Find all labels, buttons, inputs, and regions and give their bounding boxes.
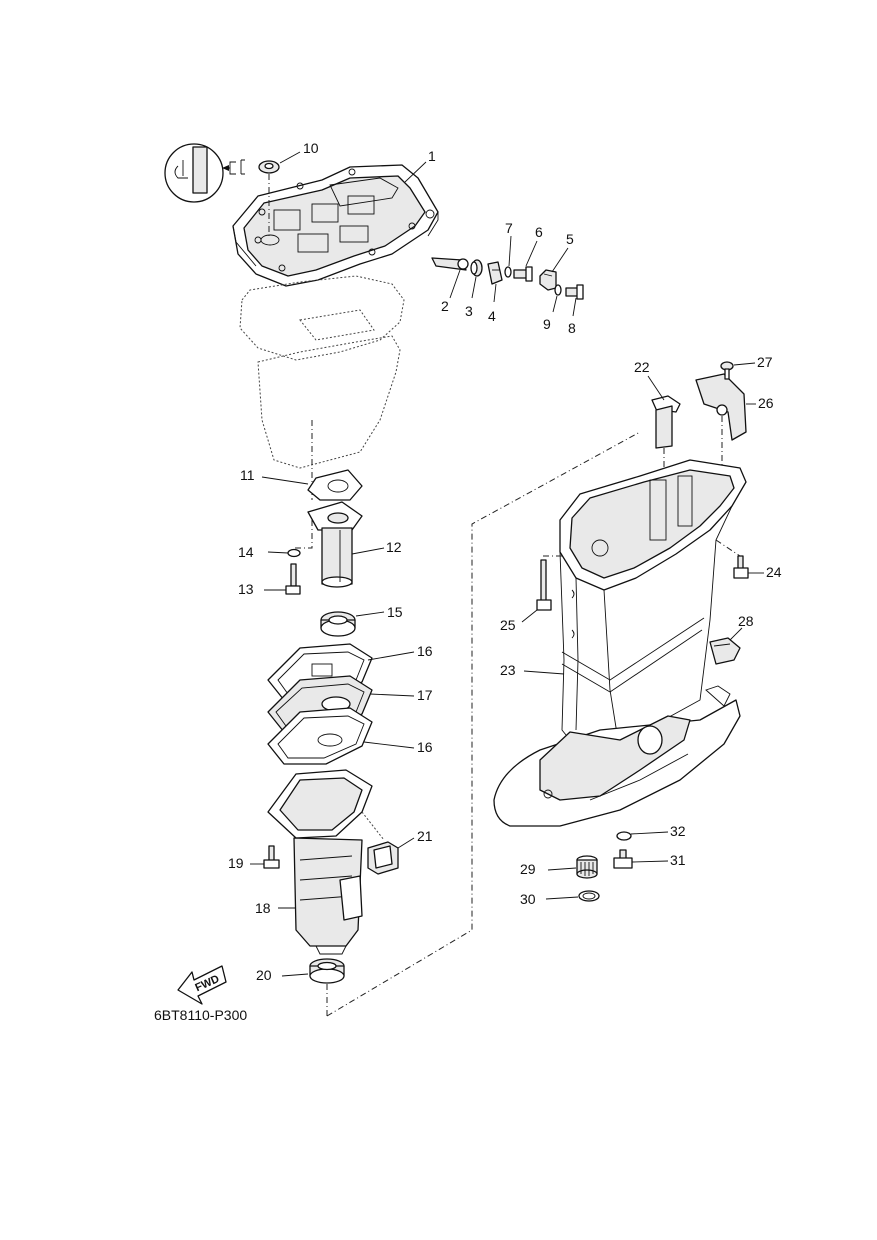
- gasket-part-16-lower: [267, 707, 373, 765]
- washer-part-14: [287, 548, 301, 558]
- callout-5: 5: [566, 231, 574, 247]
- screw-part-31: [613, 849, 633, 869]
- gasket-part-11: [307, 469, 363, 501]
- damper-part-21: [367, 841, 399, 875]
- bushing-part-3: [470, 259, 483, 277]
- bolt-part-8: [565, 284, 584, 300]
- callout-26: 26: [758, 395, 774, 411]
- bolt-part-6: [513, 266, 533, 282]
- seal-part-15: [320, 611, 356, 637]
- callout-20: 20: [256, 967, 272, 983]
- plate-part-22: [651, 395, 681, 449]
- callout-30: 30: [520, 891, 536, 907]
- fwd-arrow-icon: FWD: [177, 965, 227, 1005]
- callout-14: 14: [238, 544, 254, 560]
- o-ring-part-30: [578, 890, 600, 902]
- plate-part-5: [539, 269, 557, 291]
- screw-part-27: [720, 361, 734, 380]
- callout-11: 11: [240, 467, 255, 483]
- callout-8: 8: [568, 320, 576, 336]
- callout-23: 23: [500, 662, 516, 678]
- callout-10: 10: [303, 140, 319, 156]
- bracket-part-2: [431, 257, 469, 271]
- callout-18: 18: [255, 900, 271, 916]
- mounting-plate-part-1: [232, 164, 439, 287]
- bolt-part-19: [263, 845, 280, 869]
- bolt-part-25: [536, 559, 552, 611]
- callout-22: 22: [634, 359, 650, 375]
- callout-1: 1: [428, 148, 436, 164]
- cover-plate-part-26: [695, 373, 747, 441]
- callout-28: 28: [738, 613, 754, 629]
- callout-21: 21: [417, 828, 433, 844]
- bolt-part-13: [285, 563, 301, 595]
- callout-24: 24: [766, 564, 782, 580]
- callout-16-upper: 16: [417, 643, 433, 659]
- callout-16-lower: 16: [417, 739, 433, 755]
- grommet-part-29: [576, 855, 598, 879]
- washer-part-9: [554, 284, 562, 296]
- washer-part-10: [258, 160, 280, 174]
- callout-25: 25: [500, 617, 516, 633]
- bolt-part-24: [733, 555, 749, 579]
- diagram-code: 6BT8110-P300: [154, 1007, 247, 1023]
- upper-casing-part-23: [493, 459, 747, 827]
- callout-6: 6: [535, 224, 543, 240]
- clip-part-4: [487, 261, 503, 285]
- seal-part-20: [309, 958, 345, 984]
- callout-32: 32: [670, 823, 686, 839]
- callout-19: 19: [228, 855, 244, 871]
- callout-29: 29: [520, 861, 536, 877]
- callout-2: 2: [441, 298, 449, 314]
- detail-inset: [164, 143, 245, 203]
- callout-17: 17: [417, 687, 433, 703]
- callout-27: 27: [757, 354, 773, 370]
- muffler-part-18: [267, 769, 373, 955]
- callout-3: 3: [465, 303, 473, 319]
- callout-4: 4: [488, 308, 496, 324]
- washer-part-32: [616, 831, 632, 841]
- exhaust-pipe-part-12: [307, 501, 363, 588]
- callout-31: 31: [670, 852, 686, 868]
- callout-7: 7: [505, 220, 513, 236]
- callout-9: 9: [543, 316, 551, 332]
- callout-15: 15: [387, 604, 403, 620]
- phantom-engine-outline: [239, 275, 405, 469]
- spring-washer-part-7: [504, 266, 512, 278]
- callout-13: 13: [238, 581, 254, 597]
- callout-12: 12: [386, 539, 402, 555]
- anode-part-28: [709, 637, 741, 665]
